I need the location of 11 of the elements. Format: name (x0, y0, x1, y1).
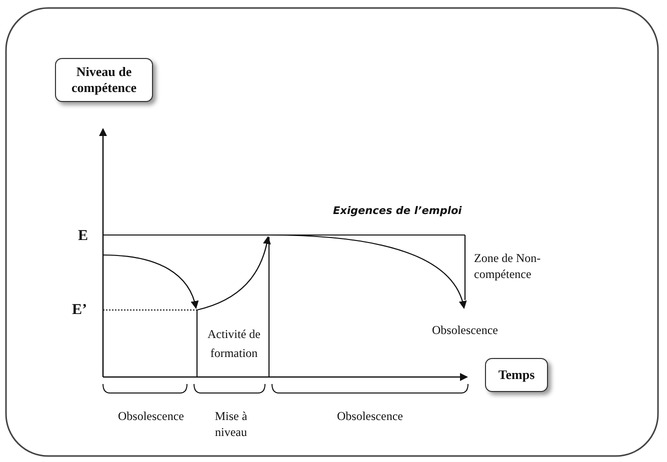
point-label: Obsolescence (431, 322, 499, 338)
line-label: Exigences de l’emploi (333, 204, 463, 218)
axis-title-box: Temps (485, 358, 548, 392)
zone-label: Zone de Non-compétence (474, 250, 542, 282)
axis-title-box: Niveau de compétence (55, 58, 153, 102)
level-label: E (78, 227, 90, 246)
phase-label: Mise à niveau (214, 408, 248, 440)
phase-label: Obsolescence (117, 408, 185, 424)
phase-label: Activité de formation (206, 326, 262, 362)
level-label: E’ (72, 301, 88, 320)
phase-label: Obsolescence (336, 408, 404, 424)
